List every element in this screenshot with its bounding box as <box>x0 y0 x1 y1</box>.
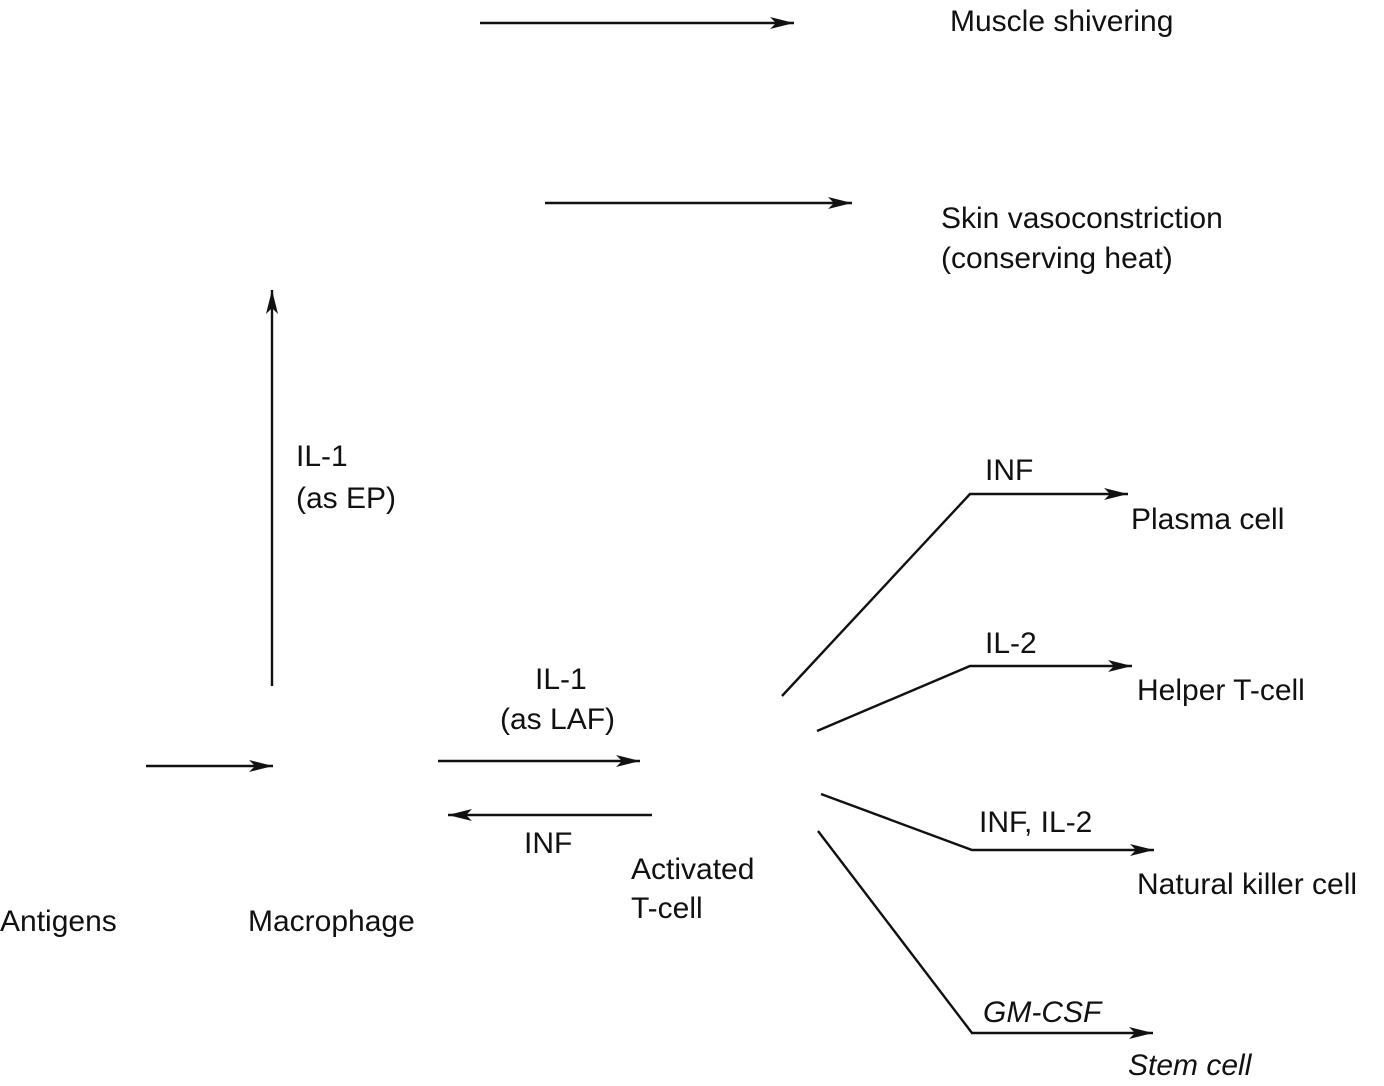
inf-plasma-label: INF <box>985 454 1034 487</box>
skin-vasoconstriction-label: Skin vasoconstriction <box>941 202 1223 235</box>
il2-helper-label: IL-2 <box>985 627 1037 660</box>
activated-label: Activated <box>631 853 755 886</box>
antigens-label: Antigens <box>0 905 117 938</box>
branch-to-stem-cell <box>817 830 1153 1039</box>
branch-to-natural-killer-cell <box>820 792 1154 856</box>
inf-feedback-label: INF <box>524 827 573 860</box>
macrophage-label: Macrophage <box>248 905 415 938</box>
conserving-heat-label: (conserving heat) <box>941 242 1173 275</box>
tcell-label: T-cell <box>631 892 703 925</box>
as-ep-label: (as EP) <box>296 482 397 515</box>
helper-tcell-label: Helper T-cell <box>1137 674 1305 707</box>
natural-killer-cell-label: Natural killer cell <box>1137 868 1358 901</box>
muscle-shivering-label: Muscle shivering <box>950 5 1174 38</box>
gmcsf-label: GM-CSF <box>983 996 1102 1029</box>
branch-to-helper-tcell <box>816 660 1132 733</box>
il1-ep-label: IL-1 <box>296 440 348 473</box>
plasma-cell-label: Plasma cell <box>1131 503 1285 536</box>
branch-to-plasma-cell <box>781 488 1128 697</box>
inf-il2-nk-label: INF, IL-2 <box>979 806 1093 839</box>
il1-laf-label: IL-1 <box>535 663 587 696</box>
as-laf-label: (as LAF) <box>500 703 616 736</box>
stem-cell-label: Stem cell <box>1128 1049 1252 1082</box>
